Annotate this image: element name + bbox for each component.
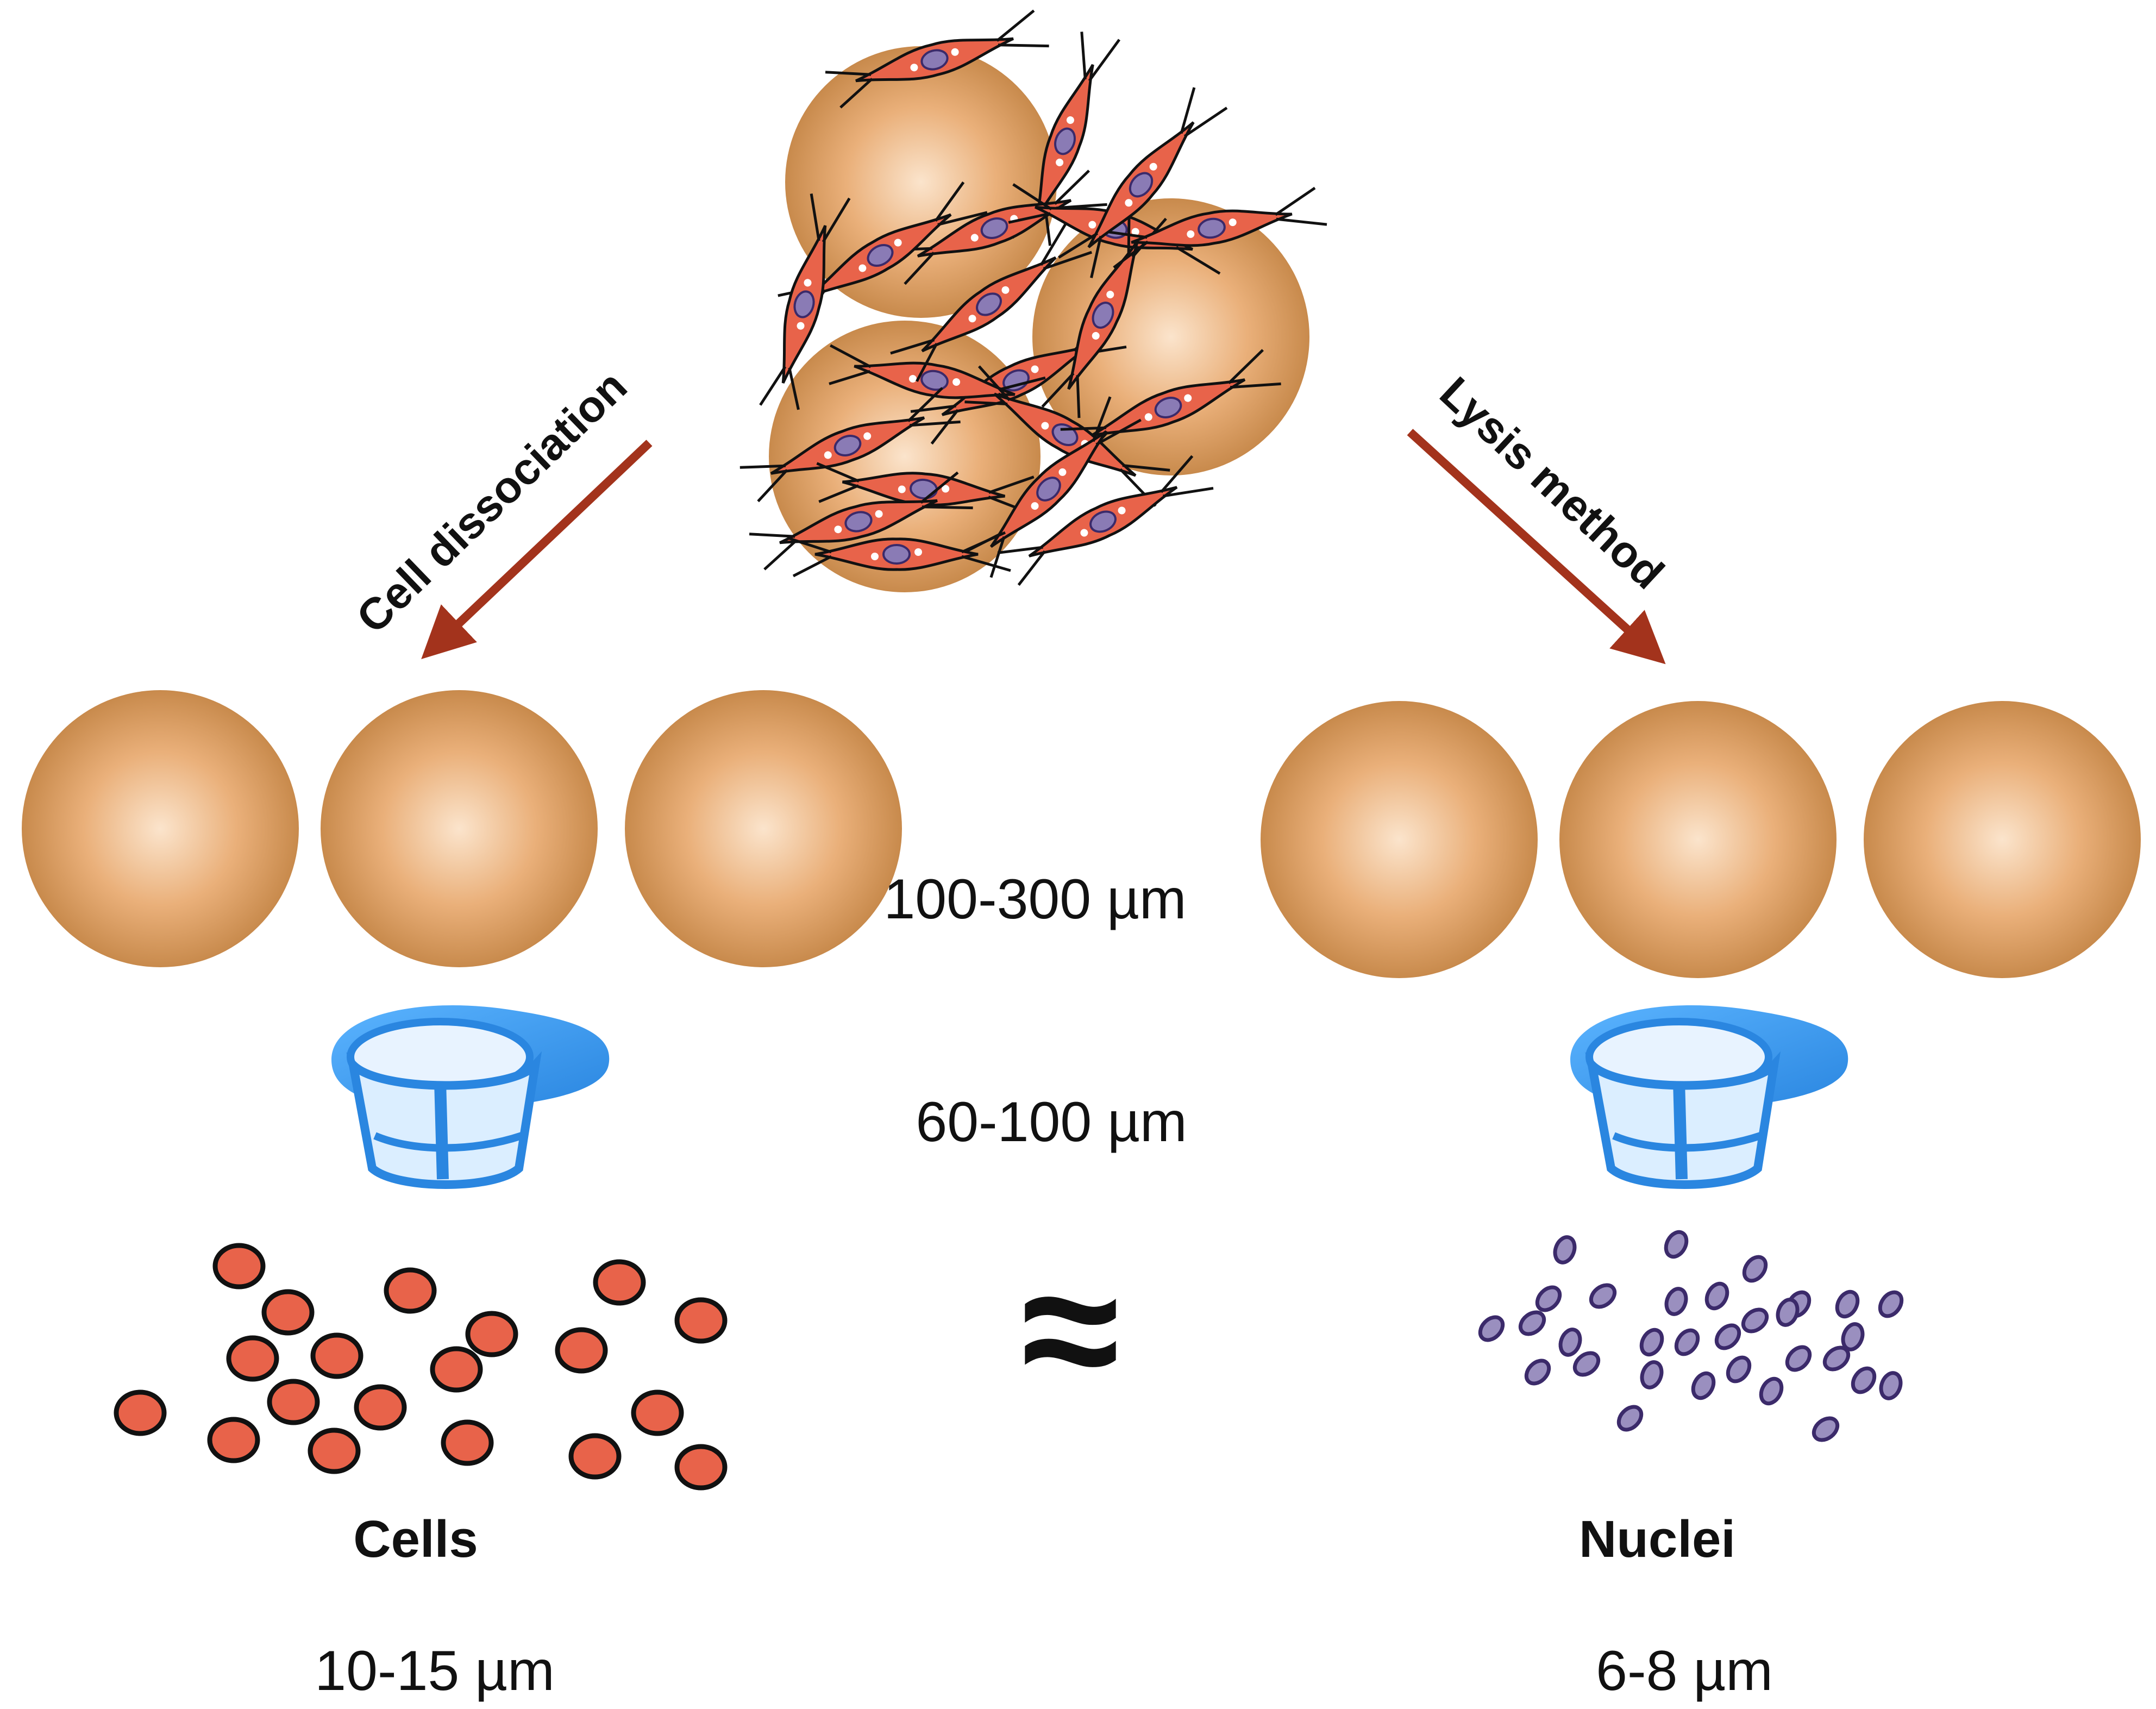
cell bbox=[465, 1311, 518, 1357]
microcarrier-bead bbox=[321, 690, 598, 967]
nucleus bbox=[1535, 1285, 1562, 1312]
nucleus bbox=[1822, 1345, 1851, 1372]
nucleus bbox=[1639, 1328, 1664, 1357]
cell bbox=[308, 1428, 361, 1474]
adherent-cells bbox=[739, 9, 1327, 586]
nucleus bbox=[1879, 1371, 1903, 1400]
nucleus bbox=[1741, 1307, 1769, 1334]
cell-strainer-icon bbox=[331, 1005, 610, 1189]
microcarrier-bead bbox=[22, 690, 299, 967]
cell bbox=[674, 1444, 728, 1491]
dissociated-cells bbox=[114, 1243, 728, 1491]
nucleus bbox=[1785, 1345, 1812, 1372]
cell bbox=[593, 1259, 646, 1306]
nucleus bbox=[1572, 1351, 1601, 1377]
microcarrier-bead bbox=[785, 46, 1057, 318]
arrow-icon bbox=[421, 440, 653, 660]
adherent-cell bbox=[787, 531, 1011, 578]
left-arrow: Cell dissociation bbox=[347, 361, 653, 660]
cell bbox=[631, 1389, 684, 1436]
adherent-cell bbox=[886, 170, 1107, 285]
microcarrier-bead bbox=[1864, 701, 2141, 978]
microcarrier-bead bbox=[625, 690, 902, 967]
adherent-cell bbox=[1011, 32, 1121, 246]
adherent-cell bbox=[997, 455, 1214, 586]
bead-row-right bbox=[1261, 701, 2141, 978]
microcarrier-bead bbox=[1032, 198, 1309, 475]
nucleus bbox=[1841, 1322, 1865, 1351]
cell bbox=[568, 1433, 622, 1480]
nuclei-size-label: 6-8 µm bbox=[1596, 1639, 1773, 1702]
microcarrier-bead bbox=[1261, 701, 1538, 978]
adherent-cell bbox=[829, 344, 1046, 418]
nuclei-title: Nuclei bbox=[1579, 1510, 1735, 1568]
nucleus bbox=[1714, 1323, 1741, 1350]
microcarrier-cluster bbox=[739, 9, 1327, 592]
adherent-cell bbox=[778, 181, 988, 327]
nucleus bbox=[1674, 1328, 1700, 1356]
adherent-cell bbox=[960, 396, 1142, 578]
nucleus bbox=[1616, 1405, 1644, 1432]
adherent-cell bbox=[759, 193, 851, 410]
cell bbox=[354, 1384, 407, 1431]
nucleus bbox=[1704, 1281, 1729, 1311]
nucleus bbox=[1726, 1355, 1752, 1384]
nucleus bbox=[1518, 1310, 1546, 1336]
nucleus bbox=[1759, 1376, 1784, 1406]
bead-row-left bbox=[22, 690, 902, 967]
adherent-cell bbox=[749, 471, 973, 571]
adherent-cell bbox=[825, 9, 1049, 109]
nucleus bbox=[1640, 1360, 1664, 1389]
nucleus bbox=[1835, 1289, 1860, 1319]
cells-title: Cells bbox=[353, 1510, 478, 1568]
nucleus bbox=[1776, 1298, 1800, 1327]
nucleus bbox=[1691, 1371, 1716, 1400]
cell bbox=[555, 1327, 608, 1374]
nucleus bbox=[1664, 1230, 1689, 1259]
cell bbox=[207, 1417, 260, 1463]
strainer-size-label: 60-100 µm bbox=[916, 1091, 1187, 1154]
approx-symbol: ≈ bbox=[1021, 1229, 1119, 1429]
cell-strainer-icon bbox=[1570, 1005, 1848, 1189]
nucleus bbox=[1524, 1359, 1551, 1386]
microcarrier-size-label: 100-300 µm bbox=[883, 868, 1186, 931]
cell bbox=[430, 1346, 483, 1393]
adherent-cell bbox=[1058, 87, 1228, 278]
microcarrier-bead bbox=[1559, 701, 1837, 978]
cell bbox=[674, 1297, 728, 1344]
nucleus bbox=[1742, 1255, 1768, 1283]
adherent-cell bbox=[964, 365, 1170, 507]
adherent-cell bbox=[890, 223, 1093, 382]
nucleus bbox=[1878, 1290, 1904, 1318]
cell bbox=[384, 1267, 437, 1314]
nucleus bbox=[1664, 1287, 1688, 1316]
cell bbox=[212, 1243, 266, 1289]
nucleus bbox=[1558, 1328, 1582, 1357]
adherent-cell bbox=[739, 387, 961, 503]
arrow-icon bbox=[1407, 429, 1666, 665]
nucleus bbox=[1812, 1416, 1840, 1442]
nucleus bbox=[1589, 1283, 1617, 1309]
isolated-nuclei bbox=[1478, 1230, 1904, 1442]
nucleus bbox=[1851, 1366, 1877, 1394]
cell bbox=[261, 1289, 315, 1336]
cells-size-label: 10-15 µm bbox=[315, 1639, 554, 1702]
cell bbox=[114, 1389, 167, 1436]
cell bbox=[310, 1332, 363, 1379]
right-arrow: Lysis method bbox=[1407, 368, 1673, 665]
nucleus bbox=[1478, 1315, 1505, 1342]
cell bbox=[441, 1419, 494, 1466]
adherent-cell bbox=[1101, 186, 1327, 269]
nucleus bbox=[1553, 1235, 1577, 1264]
cell bbox=[267, 1379, 320, 1425]
cell bbox=[226, 1335, 279, 1382]
adherent-cell bbox=[1060, 349, 1281, 465]
